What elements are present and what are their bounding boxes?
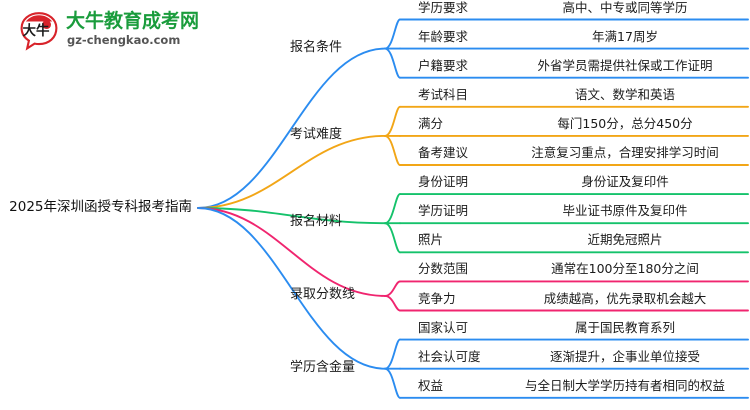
sub-value-4-2: 与全日制大学学历持有者相同的权益 bbox=[524, 377, 725, 393]
sub-value-3-0: 通常在100分至180分之间 bbox=[551, 261, 699, 277]
connector-line bbox=[197, 207, 386, 370]
sub-label-1-2: 备考建议 bbox=[418, 145, 469, 160]
site-logo: 大牛 大牛教育成考网 gz-chengkao.com bbox=[18, 8, 208, 54]
sub-value-2-0: 身份证及复印件 bbox=[581, 174, 669, 190]
sub-value-4-0: 属于国民教育系列 bbox=[574, 319, 675, 335]
sub-label-4-2: 权益 bbox=[418, 377, 444, 393]
sub-value-0-2: 外省学员需提供社保或工作证明 bbox=[537, 57, 713, 73]
connector-line bbox=[197, 47, 386, 209]
sub-label-4-1: 社会认可度 bbox=[418, 348, 481, 364]
sub-label-2-0: 身份证明 bbox=[418, 174, 469, 190]
branch-label-1: 考试难度 bbox=[290, 126, 343, 142]
sub-value-2-1: 毕业证书原件及复印件 bbox=[562, 203, 688, 219]
sub-label-3-1: 竞争力 bbox=[418, 290, 456, 306]
sub-value-3-1: 成绩越高，优先录取机会越大 bbox=[543, 290, 707, 306]
connector-line bbox=[197, 134, 386, 209]
branch-label-0: 报名条件 bbox=[290, 39, 343, 55]
sub-label-0-2: 户籍要求 bbox=[418, 57, 469, 73]
sub-value-1-1: 每门150分，总分450分 bbox=[557, 115, 693, 131]
branch-label-4: 学历含金量 bbox=[290, 359, 356, 375]
sub-value-2-2: 近期免冠照片 bbox=[587, 232, 663, 248]
sub-value-0-0: 高中、中专或同等学历 bbox=[562, 0, 688, 15]
sub-label-0-1: 年龄要求 bbox=[418, 28, 469, 44]
sub-label-3-0: 分数范围 bbox=[418, 261, 469, 277]
sub-value-4-1: 逐渐提升，企事业单位接受 bbox=[549, 348, 700, 364]
connector-line bbox=[384, 295, 401, 312]
logo-brand-url: gz-chengkao.com bbox=[67, 33, 181, 47]
sub-label-1-1: 满分 bbox=[418, 115, 444, 131]
sub-label-2-2: 照片 bbox=[418, 232, 444, 248]
sub-label-1-0: 考试科目 bbox=[418, 86, 469, 102]
sub-value-0-1: 年满17周岁 bbox=[592, 28, 658, 44]
connector-line bbox=[384, 367, 401, 399]
sub-value-1-2: 注意复习重点，合理安排学习时间 bbox=[531, 145, 719, 160]
connector-line bbox=[197, 207, 386, 297]
branch-label-3: 录取分数线 bbox=[290, 286, 356, 302]
branch-label-2: 报名材料 bbox=[290, 214, 343, 230]
sub-label-2-1: 学历证明 bbox=[418, 203, 469, 219]
logo-wordmark: 大牛教育成考网 gz-chengkao.com bbox=[66, 10, 208, 52]
sub-label-0-0: 学历要求 bbox=[418, 0, 469, 15]
connector-line bbox=[197, 207, 386, 225]
bull-speech-bubble-icon: 大牛 bbox=[20, 12, 58, 51]
sub-label-4-0: 国家认可 bbox=[418, 319, 469, 335]
sub-value-1-0: 语文、数学和英语 bbox=[574, 86, 675, 102]
connector-line bbox=[384, 134, 401, 166]
logo-brand-cn: 大牛教育成考网 bbox=[66, 10, 200, 32]
connector-line bbox=[384, 222, 401, 254]
root-node: 2025年深圳函授专科报考指南 bbox=[9, 199, 192, 215]
logo-mark-text: 大牛 bbox=[23, 22, 50, 39]
connector-line bbox=[384, 47, 401, 79]
